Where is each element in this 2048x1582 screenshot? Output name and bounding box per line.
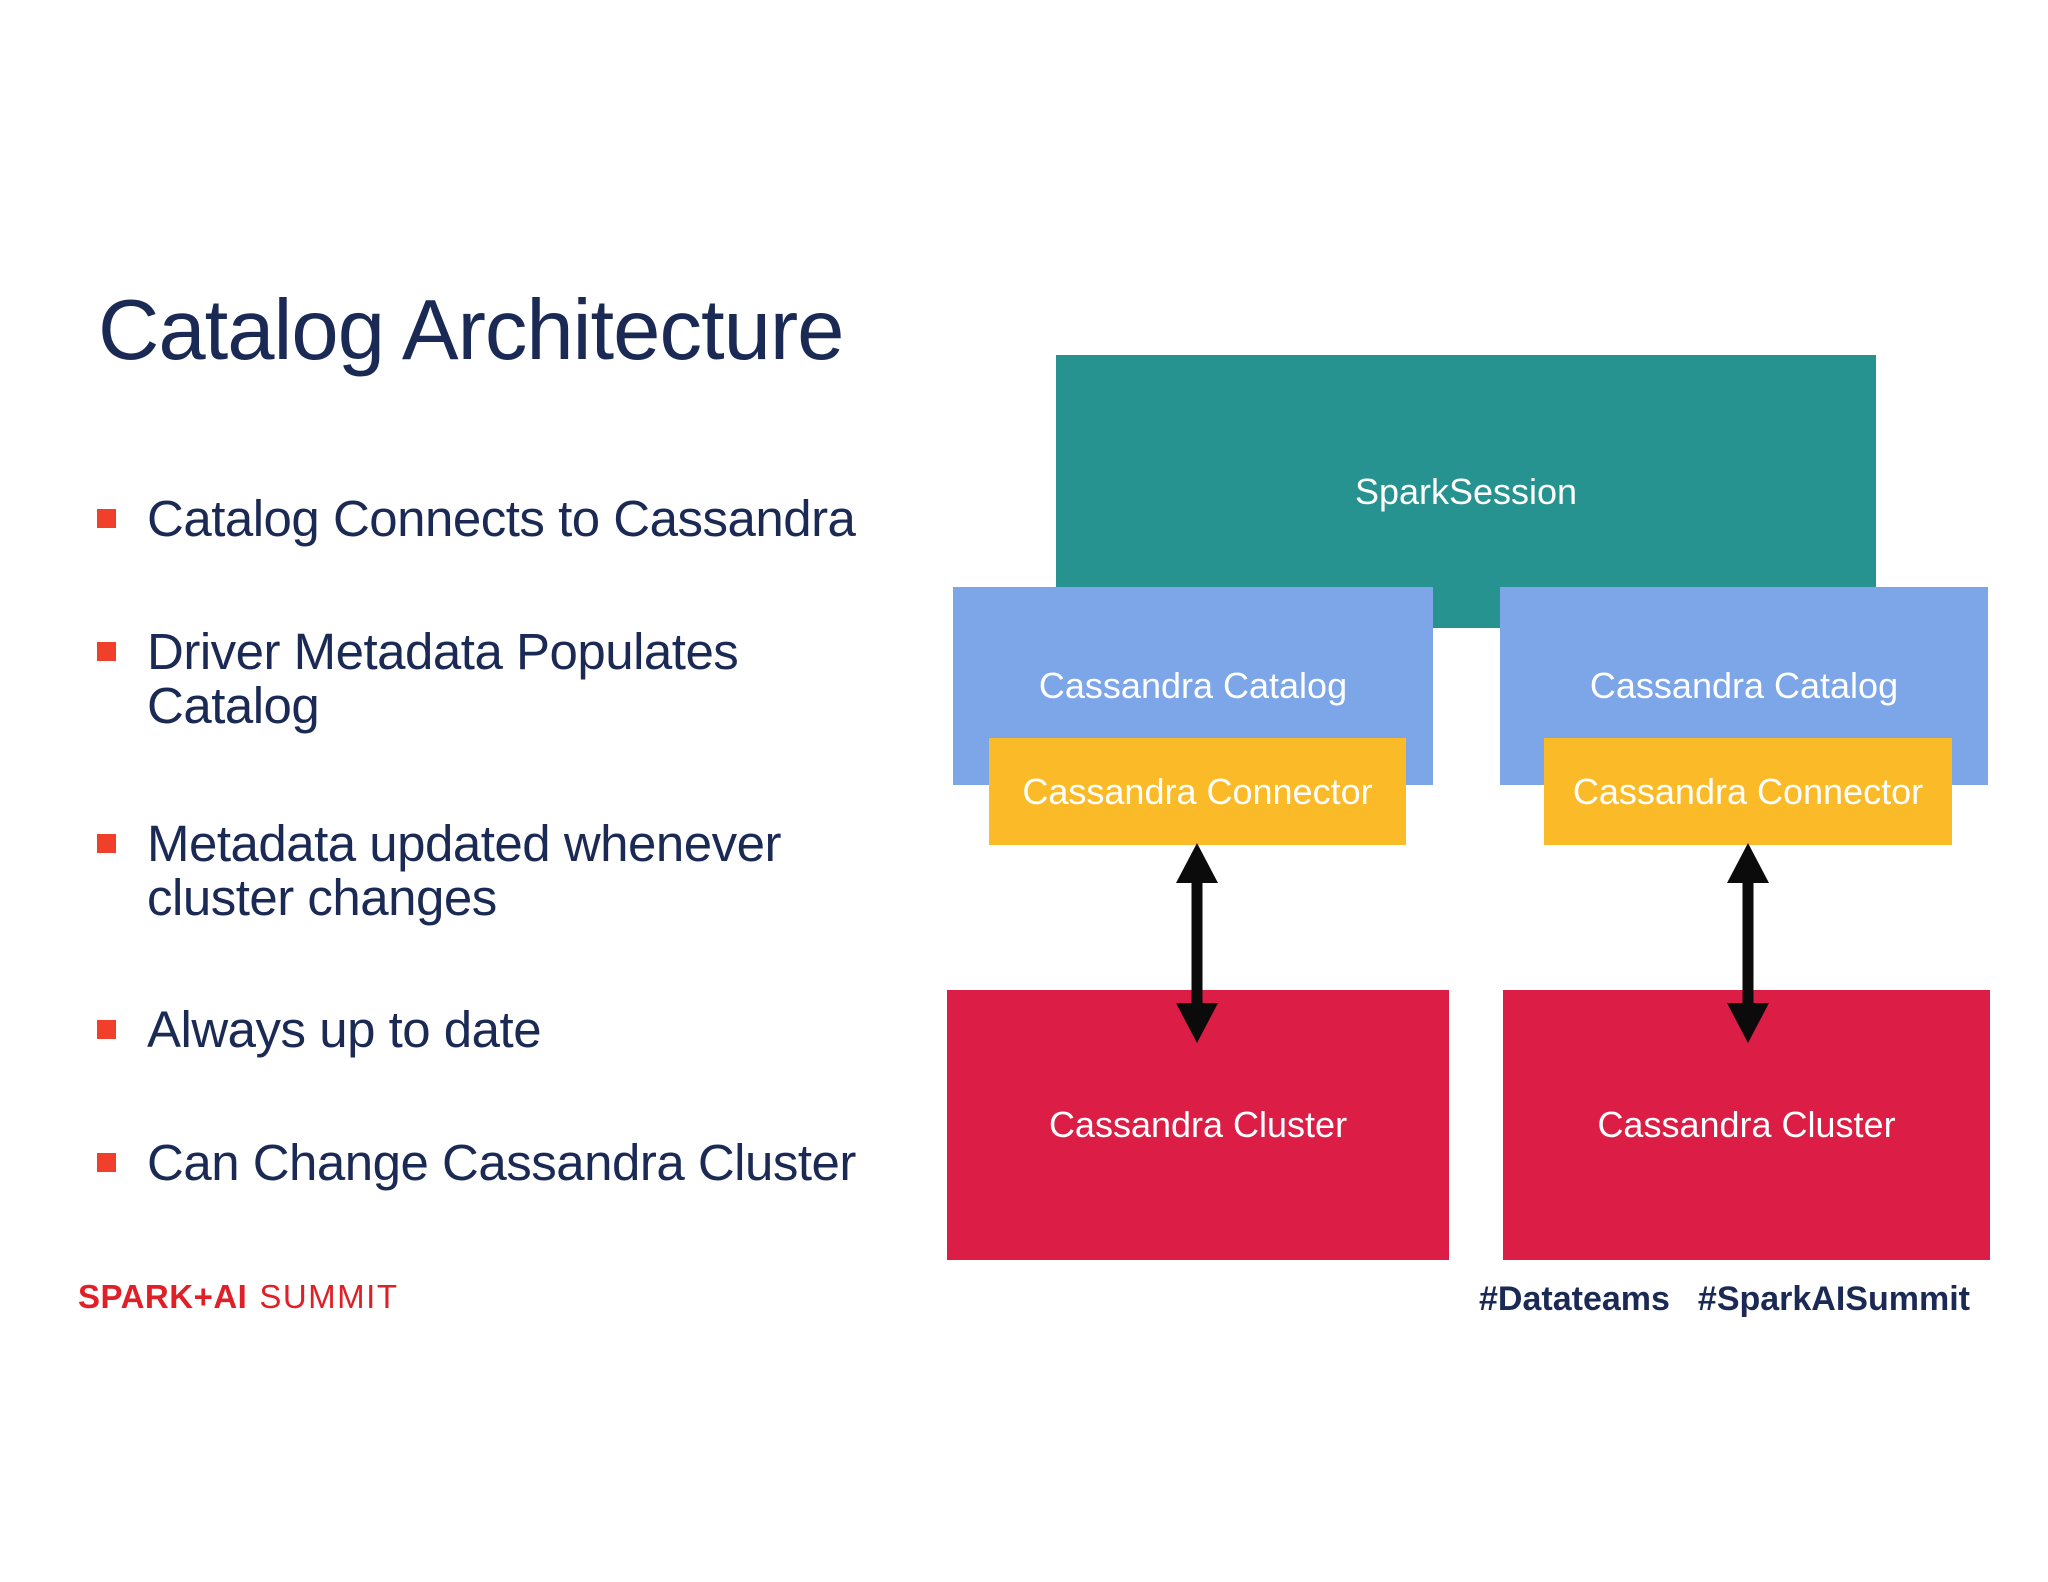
bullet-text: Catalog Connects to Cassandra <box>147 490 856 547</box>
logo-secondary: SUMMIT <box>259 1278 399 1315</box>
hashtag-sparkaisummit: #SparkAISummit <box>1697 1280 1970 1318</box>
node-label: SparkSession <box>1354 470 1578 512</box>
node-label: Cassandra Catalog <box>1038 665 1348 707</box>
bullet-text: Metadata updated whenever cluster change… <box>147 815 781 926</box>
bullet-item: Can Change Cassandra Cluster <box>97 1136 877 1190</box>
hashtag-datateams: #Datateams <box>1479 1280 1670 1318</box>
bullet-text: Always up to date <box>147 1001 542 1058</box>
node-label: Cassandra Cluster <box>1597 1104 1896 1146</box>
logo-primary: SPARK+AI <box>78 1278 248 1315</box>
bullet-item: Catalog Connects to Cassandra <box>97 492 877 546</box>
node-spark-session: SparkSession <box>1056 355 1876 628</box>
bullet-text: Driver Metadata Populates Catalog <box>147 623 739 734</box>
node-label: Cassandra Catalog <box>1589 665 1899 707</box>
slide-title: Catalog Architecture <box>98 283 844 378</box>
event-hashtags: #Datateams #SparkAISummit <box>1479 1280 1970 1319</box>
bidirectional-arrow-icon <box>1176 843 1218 1043</box>
node-label: Cassandra Cluster <box>1048 1104 1348 1146</box>
node-label: Cassandra Connector <box>1572 770 1924 812</box>
bullet-marker-icon <box>97 1153 116 1172</box>
bullet-item: Always up to date <box>97 1003 877 1057</box>
node-cassandra-connector-right: Cassandra Connector <box>1544 738 1952 845</box>
bullet-item: Metadata updated whenever cluster change… <box>97 817 877 925</box>
bullet-marker-icon <box>97 834 116 853</box>
bullet-marker-icon <box>97 1020 116 1039</box>
spark-ai-summit-logo: SPARK+AI SUMMIT <box>78 1278 399 1316</box>
bullet-text: Can Change Cassandra Cluster <box>147 1134 856 1191</box>
bullet-item: Driver Metadata Populates Catalog <box>97 625 877 733</box>
node-cassandra-connector-left: Cassandra Connector <box>989 738 1406 845</box>
bullet-marker-icon <box>97 642 116 661</box>
node-label: Cassandra Connector <box>1022 770 1373 812</box>
bullet-marker-icon <box>97 509 116 528</box>
bidirectional-arrow-icon <box>1727 843 1769 1043</box>
